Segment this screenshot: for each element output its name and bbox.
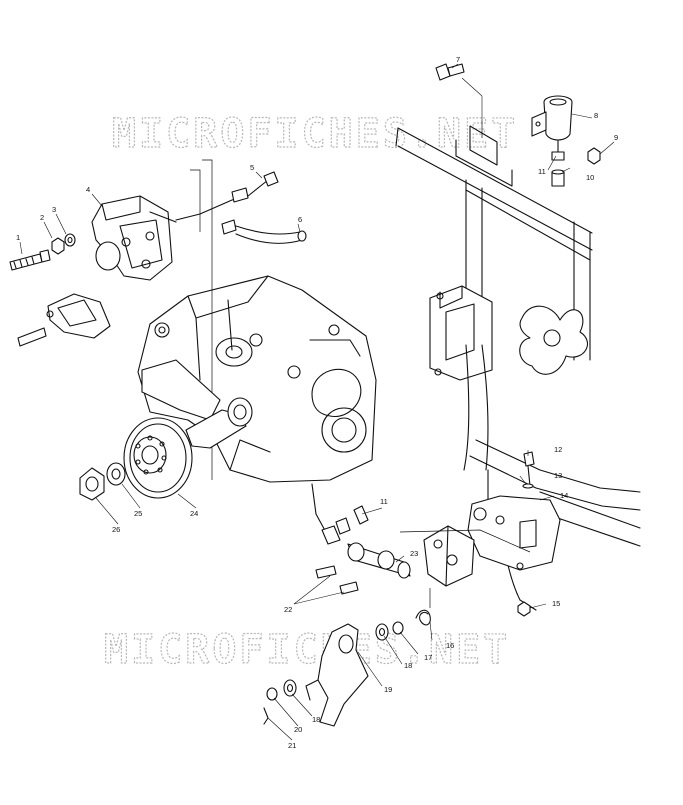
callout-18-lower: 18 — [312, 715, 320, 724]
callout-3: 3 — [52, 205, 56, 214]
return-spring — [415, 588, 431, 626]
pivot-rod — [347, 542, 411, 579]
rear-axle-frame — [467, 439, 641, 611]
callout-25: 25 — [134, 509, 142, 518]
axle-bolt — [522, 451, 535, 489]
reservoir-fitting — [551, 169, 565, 187]
brake-line — [175, 171, 279, 221]
callout-8: 8 — [594, 111, 598, 120]
washer — [106, 462, 126, 486]
callout-7: 7 — [456, 55, 460, 64]
pedal-bracket — [423, 525, 475, 587]
callout-15: 15 — [552, 599, 560, 608]
master-cylinder-reservoir — [531, 95, 573, 161]
brake-hose — [221, 219, 307, 244]
brake-pad-bracket — [17, 293, 111, 347]
callout-11-upper: 11 — [538, 167, 546, 176]
caliper-washers — [51, 233, 76, 255]
callout-23: 23 — [410, 549, 418, 558]
callout-13: 13 — [554, 471, 562, 480]
callout-11-lower: 11 — [380, 497, 388, 506]
callout-20: 20 — [294, 725, 302, 734]
callout-6: 6 — [298, 215, 302, 224]
bushing-washers-lower — [266, 679, 297, 701]
axle-nut-lower — [517, 601, 531, 617]
callout-5: 5 — [250, 163, 254, 172]
watermark-top: MICROFICHES.NET — [112, 111, 518, 157]
callout-9: 9 — [614, 133, 618, 142]
bushing-washers-upper — [375, 621, 404, 641]
reservoir-cap-nut — [587, 147, 601, 165]
callout-16: 16 — [446, 641, 454, 650]
frame-tube-upper — [395, 120, 593, 361]
propeller-knob — [519, 305, 588, 375]
frame-bracket — [429, 285, 493, 471]
callout-14: 14 — [560, 491, 568, 500]
callout-4: 4 — [86, 185, 90, 194]
caliper-bolt — [9, 249, 51, 271]
callout-numbers: 1 2 3 4 5 6 7 8 9 10 11 11 12 13 14 15 1… — [16, 55, 618, 750]
callout-17: 17 — [424, 653, 432, 662]
leader-lines — [19, 63, 615, 741]
brake-disc — [123, 417, 193, 499]
callout-19: 19 — [384, 685, 392, 694]
watermark-bottom: MICROFICHES.NET — [104, 627, 510, 673]
cotter-pin — [263, 707, 269, 725]
callout-10: 10 — [586, 173, 594, 182]
callout-21: 21 — [288, 741, 296, 750]
pivot-bolts — [315, 565, 359, 595]
master-cylinder-bolt — [435, 63, 465, 81]
callout-2: 2 — [40, 213, 44, 222]
callout-18-upper: 18 — [404, 661, 412, 670]
engine-case — [137, 159, 377, 483]
callout-26: 26 — [112, 525, 120, 534]
caliper-assembly — [91, 195, 177, 281]
axle-nut — [79, 467, 105, 501]
brake-pedal-arm — [305, 623, 369, 727]
pivot-shaft-fitting — [335, 505, 369, 535]
callout-12: 12 — [554, 445, 562, 454]
brake-line-lower — [311, 483, 341, 545]
callout-24: 24 — [190, 509, 198, 518]
callout-22: 22 — [284, 605, 292, 614]
callout-1: 1 — [16, 233, 20, 242]
output-shaft — [185, 397, 253, 449]
